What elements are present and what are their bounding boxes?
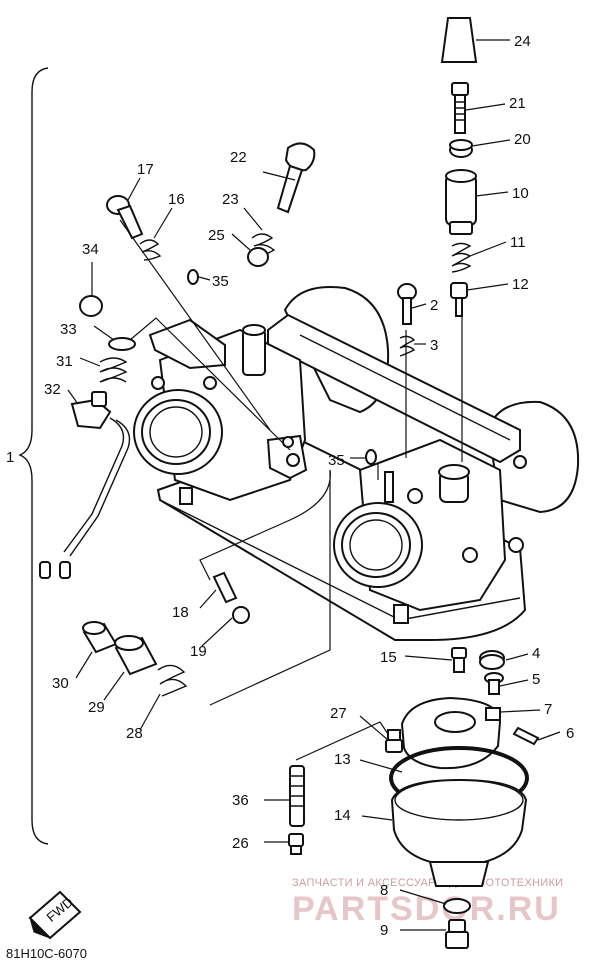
group-bracket bbox=[18, 67, 49, 845]
part-16-spring bbox=[139, 239, 162, 261]
part-23-spring bbox=[251, 233, 276, 257]
callout-16: 16 bbox=[168, 191, 185, 208]
callout-13: 13 bbox=[334, 751, 351, 768]
callout-8: 8 bbox=[380, 882, 388, 899]
callout-28: 28 bbox=[126, 725, 143, 742]
part-35-oring-b bbox=[365, 449, 377, 465]
callout-14: 14 bbox=[334, 807, 351, 824]
callout-26: 26 bbox=[232, 835, 249, 852]
part-7-float bbox=[400, 696, 502, 770]
watermark-brand: PARTSDOR.RU bbox=[292, 890, 561, 928]
part-6-pin bbox=[512, 726, 540, 746]
callout-18: 18 bbox=[172, 604, 189, 621]
part-24-cap bbox=[440, 17, 478, 63]
group-label: 1 bbox=[6, 449, 14, 466]
callout-29: 29 bbox=[88, 699, 105, 716]
carburetor-body bbox=[133, 286, 580, 641]
part-21-adjuster bbox=[451, 82, 469, 134]
leader-lines bbox=[67, 39, 561, 931]
part-2-screw bbox=[397, 283, 417, 325]
part-31-spring bbox=[99, 357, 128, 383]
callout-10: 10 bbox=[512, 185, 529, 202]
part-20-nut bbox=[449, 139, 473, 158]
callout-33: 33 bbox=[60, 321, 77, 338]
part-14-float-bowl bbox=[390, 778, 528, 887]
callout-32: 32 bbox=[44, 381, 61, 398]
callout-23: 23 bbox=[222, 191, 239, 208]
callout-34: 34 bbox=[82, 241, 99, 258]
part-29-sleeve bbox=[114, 635, 158, 676]
callout-5: 5 bbox=[532, 671, 540, 688]
part-33-washer bbox=[108, 337, 136, 351]
part-8-washer bbox=[443, 898, 471, 914]
callout-labels: 24 21 20 10 11 12 22 17 16 23 25 35 34 2… bbox=[44, 33, 574, 939]
part-22-screw bbox=[276, 142, 316, 214]
callout-2: 2 bbox=[430, 297, 438, 314]
callout-15: 15 bbox=[380, 649, 397, 666]
callout-6: 6 bbox=[566, 725, 574, 742]
part-36-emulsion-tube bbox=[289, 765, 305, 827]
part-19-washer bbox=[232, 606, 250, 624]
part-9-drain-plug bbox=[445, 919, 469, 949]
callout-36: 36 bbox=[232, 792, 249, 809]
callout-12: 12 bbox=[512, 276, 529, 293]
part-3-spring bbox=[399, 335, 416, 357]
part-27-needle-valve bbox=[385, 729, 403, 753]
fwd-arrow: FWD bbox=[28, 890, 82, 940]
callout-35: 35 bbox=[212, 273, 229, 290]
callout-21: 21 bbox=[509, 95, 526, 112]
callout-20: 20 bbox=[514, 131, 531, 148]
part-35-oring bbox=[187, 269, 199, 285]
part-10-piston bbox=[445, 169, 477, 235]
part-18-pin bbox=[212, 571, 238, 604]
part-12-needle bbox=[450, 282, 468, 317]
callout-35-b: 35 bbox=[328, 452, 345, 469]
callout-3: 3 bbox=[430, 337, 438, 354]
diagram-code: 81H10C-6070 bbox=[6, 946, 87, 961]
callout-27: 27 bbox=[330, 705, 347, 722]
callout-22: 22 bbox=[230, 149, 247, 166]
callout-31: 31 bbox=[56, 353, 73, 370]
callout-24: 24 bbox=[514, 33, 531, 50]
part-17-screw bbox=[106, 195, 144, 240]
part-15-jet bbox=[451, 647, 467, 673]
part-11-spring bbox=[451, 242, 472, 273]
watermark-tagline: ЗАПЧАСТИ И АКСЕССУАРЫ ДЛЯ МОТОТЕХНИКИ bbox=[292, 877, 563, 889]
part-28-spring bbox=[157, 664, 188, 697]
part-25-washer bbox=[247, 247, 269, 267]
callout-19: 19 bbox=[190, 643, 207, 660]
part-34-cap bbox=[79, 295, 103, 317]
callout-17: 17 bbox=[137, 161, 154, 178]
part-5-screw bbox=[484, 672, 504, 695]
part-32-starter-plunger bbox=[39, 391, 131, 579]
callout-11: 11 bbox=[510, 234, 526, 251]
part-26-main-jet bbox=[288, 833, 304, 855]
callout-4: 4 bbox=[532, 645, 540, 662]
part-4-plug bbox=[479, 650, 505, 670]
callout-9: 9 bbox=[380, 922, 388, 939]
callout-30: 30 bbox=[52, 675, 69, 692]
callout-7: 7 bbox=[544, 701, 552, 718]
part-30-sleeve bbox=[82, 621, 118, 654]
callout-25: 25 bbox=[208, 227, 225, 244]
